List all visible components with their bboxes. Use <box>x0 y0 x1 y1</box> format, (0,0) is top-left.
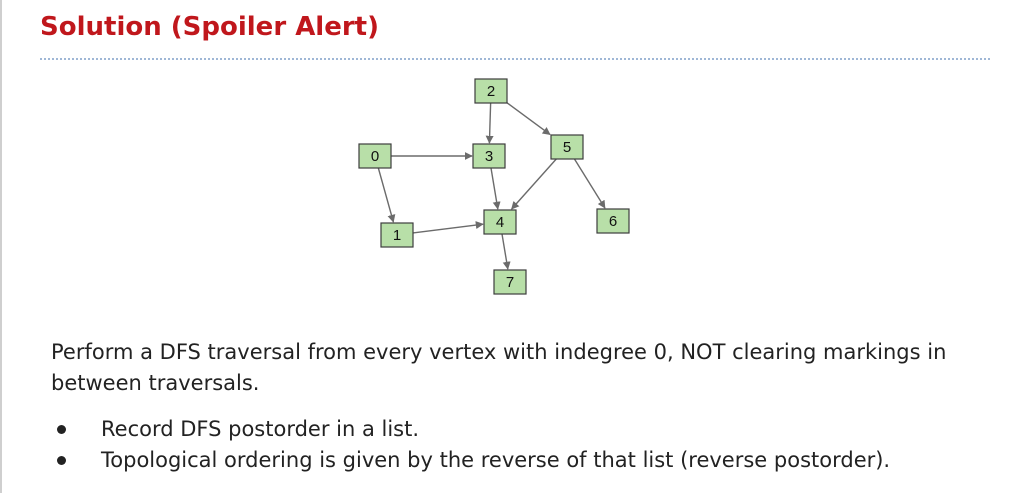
node-label: 3 <box>485 148 493 165</box>
node-6: 6 <box>596 208 630 234</box>
bullet-text: Record DFS postorder in a list. <box>101 417 420 441</box>
node-label: 1 <box>393 227 401 244</box>
node-label: 7 <box>506 274 514 291</box>
node-label: 5 <box>563 139 571 156</box>
node-label: 2 <box>487 83 495 100</box>
node-box <box>474 78 508 104</box>
bullet-item: Topological ordering is given by the rev… <box>51 445 890 476</box>
bullet-item: Record DFS postorder in a list. <box>51 414 890 445</box>
slide-title: Solution (Spoiler Alert) <box>40 12 379 42</box>
node-1: 1 <box>380 222 414 248</box>
edge-5-to-6 <box>573 158 606 209</box>
edge-0-to-1 <box>377 167 396 223</box>
title-divider <box>40 58 990 60</box>
bullet-text: Topological ordering is given by the rev… <box>101 448 891 472</box>
bullet-dot-icon <box>57 425 66 434</box>
node-layer: 0 1 2 3 4 5 6 7 <box>358 78 630 295</box>
node-4: 4 <box>483 209 517 235</box>
node-box <box>380 222 414 248</box>
bullet-list: Record DFS postorder in a list. Topologi… <box>51 414 890 476</box>
node-box <box>493 269 527 295</box>
edge-4-to-7 <box>501 233 511 270</box>
edge-layer <box>377 102 606 270</box>
node-box <box>472 143 506 169</box>
node-7: 7 <box>493 269 527 295</box>
node-label: 4 <box>496 214 504 231</box>
node-box <box>550 134 584 160</box>
edge-5-to-4 <box>511 158 557 210</box>
edge-1-to-4 <box>412 221 484 234</box>
description-paragraph: Perform a DFS traversal from every verte… <box>51 340 947 395</box>
node-box <box>483 209 517 235</box>
node-2: 2 <box>474 78 508 104</box>
node-box <box>358 143 392 169</box>
slide-left-border <box>0 0 2 493</box>
edge-2-to-5 <box>506 102 551 136</box>
node-5: 5 <box>550 134 584 160</box>
edge-3-to-4 <box>490 167 501 210</box>
edge-2-to-3 <box>485 102 494 144</box>
dag-diagram: 0 1 2 3 4 5 6 7 <box>358 78 630 295</box>
node-label: 6 <box>609 213 617 230</box>
node-3: 3 <box>472 143 506 169</box>
bullet-dot-icon <box>57 456 66 465</box>
node-box <box>596 208 630 234</box>
node-label: 0 <box>371 148 379 165</box>
node-0: 0 <box>358 143 392 169</box>
